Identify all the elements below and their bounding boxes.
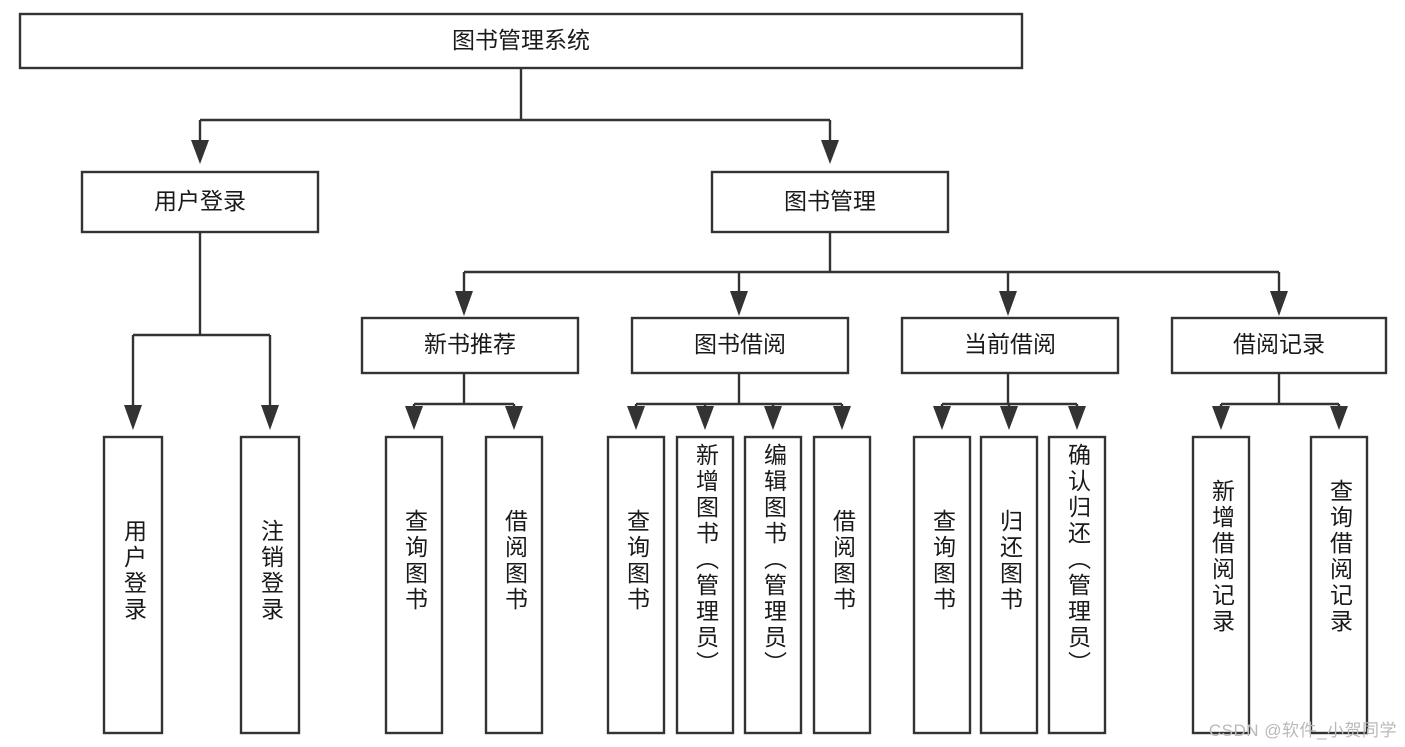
node-current-borrow[interactable]: 当前借阅: [900, 316, 1120, 375]
leaf-query-book-3-box[interactable]: [912, 435, 972, 735]
node-root-box[interactable]: [18, 12, 1024, 70]
arrowhead-current-borrow: [999, 291, 1017, 316]
connector-group-current-borrow: [933, 373, 1086, 430]
arrowhead-user-login: [191, 140, 209, 164]
arrowhead-leaf-user-login: [124, 405, 142, 430]
node-new-book-rec[interactable]: 新书推荐: [360, 316, 580, 375]
node-book-manage[interactable]: 图书管理: [710, 170, 950, 234]
arrowhead-leaf-logout: [261, 405, 279, 430]
node-root-label: 图书管理系统: [452, 27, 590, 53]
node-root[interactable]: 图书管理系统: [18, 12, 1024, 70]
node-user-login-box[interactable]: [80, 170, 320, 234]
connector-group-new-book-rec: [405, 373, 523, 430]
leaf-borrow-book-2-box[interactable]: [812, 435, 872, 735]
arrowhead-borrow-record: [1270, 291, 1288, 316]
arrowhead-leaf-query-book-2: [627, 406, 645, 430]
leaf-logout-box[interactable]: [239, 435, 301, 735]
leaf-return-book-box[interactable]: [979, 435, 1039, 735]
leaf-add-book-box[interactable]: [675, 435, 735, 735]
node-borrow-record[interactable]: 借阅记录: [1170, 316, 1388, 375]
leaf-add-record-box[interactable]: [1191, 435, 1251, 735]
node-new-book-rec-label: 新书推荐: [424, 331, 516, 357]
node-user-login[interactable]: 用户登录: [80, 170, 320, 234]
arrowhead-leaf-add-record: [1212, 406, 1230, 430]
arrowhead-leaf-query-book-3: [933, 406, 951, 430]
leaf-boxes: [102, 435, 1369, 735]
arrowhead-leaf-borrow-book-2: [833, 406, 851, 430]
node-current-borrow-box[interactable]: [900, 316, 1120, 375]
node-user-login-label: 用户登录: [154, 188, 246, 214]
connector-group-user-login: [124, 232, 279, 430]
leaf-query-book-1-box[interactable]: [384, 435, 444, 735]
connector-group-root: [191, 68, 839, 164]
arrowhead-leaf-query-record: [1330, 406, 1348, 430]
arrowhead-book-borrow: [730, 291, 748, 316]
node-new-book-rec-box[interactable]: [360, 316, 580, 375]
leaf-user-login-box[interactable]: [102, 435, 164, 735]
leaf-borrow-book-1-box[interactable]: [484, 435, 544, 735]
node-borrow-record-box[interactable]: [1170, 316, 1388, 375]
node-book-borrow-label: 图书借阅: [694, 331, 786, 357]
arrowhead-leaf-edit-book: [764, 406, 782, 430]
arrowhead-leaf-query-book-1: [405, 406, 423, 430]
node-book-borrow-box[interactable]: [630, 316, 850, 375]
connector-group-borrow-record: [1212, 373, 1348, 430]
leaf-query-record-box[interactable]: [1309, 435, 1369, 735]
node-current-borrow-label: 当前借阅: [964, 331, 1056, 357]
leaf-confirm-return-box[interactable]: [1047, 435, 1107, 735]
node-book-manage-box[interactable]: [710, 170, 950, 234]
arrowhead-leaf-add-book: [696, 406, 714, 430]
arrowhead-book-manage: [821, 140, 839, 164]
node-borrow-record-label: 借阅记录: [1233, 331, 1325, 357]
arrowhead-new-book-rec: [455, 291, 473, 316]
arrowhead-leaf-return-book: [1000, 406, 1018, 430]
node-book-borrow[interactable]: 图书借阅: [630, 316, 850, 375]
arrowhead-leaf-confirm-return: [1068, 406, 1086, 430]
leaf-edit-book-box[interactable]: [743, 435, 803, 735]
node-book-manage-label: 图书管理: [784, 188, 876, 214]
connector-group-book-borrow: [627, 373, 851, 430]
leaf-query-book-2-box[interactable]: [606, 435, 666, 735]
connector-group-book-manage: [455, 232, 1288, 316]
arrowhead-leaf-borrow-book-1: [505, 406, 523, 430]
